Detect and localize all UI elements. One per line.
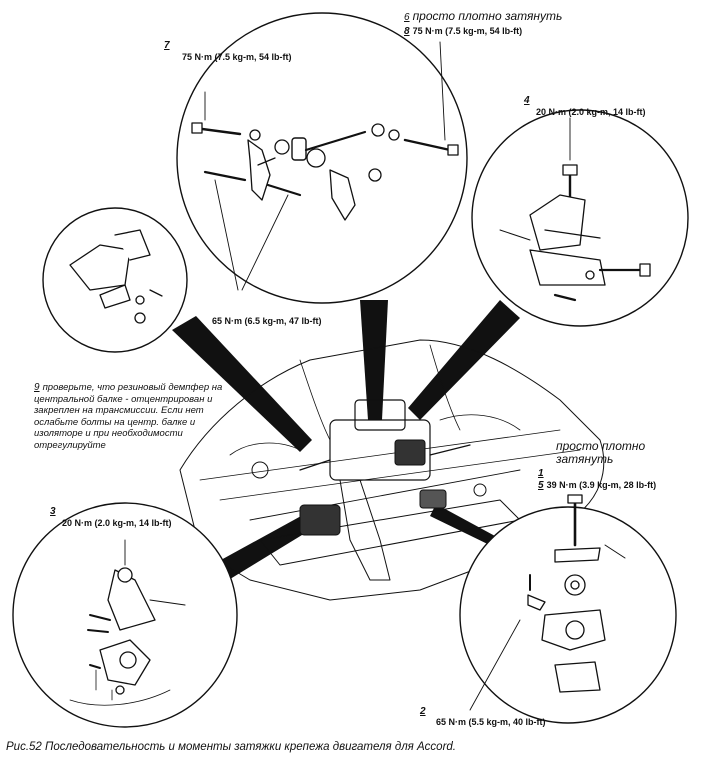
callout-2-torque: 65 N·m (5.5 kg-m, 40 lb-ft) xyxy=(436,717,546,727)
pointer-bottom-right xyxy=(430,504,504,552)
detail-circle-bottom-left xyxy=(12,502,238,728)
middle-torque: 65 N·m (6.5 kg-m, 47 lb-ft) xyxy=(212,316,322,326)
detail-circle-upper-right xyxy=(471,109,689,327)
engine-block xyxy=(329,419,431,481)
callout-3-torque: 20 N·m (2.0 kg-m, 14 lb-ft) xyxy=(62,518,172,528)
detail-circle-bottom-right xyxy=(459,494,677,724)
pointer-right xyxy=(408,300,520,420)
car-engine-compartment xyxy=(179,339,605,601)
detail-circle-top xyxy=(176,12,468,304)
figure-caption: Рис.52 Последовательность и моменты затя… xyxy=(6,741,456,753)
pointer-top xyxy=(360,300,388,420)
callout-4-number: 4 xyxy=(524,95,530,106)
callout-3-number: 3 xyxy=(50,506,56,517)
pointer-left xyxy=(172,316,312,452)
side-mount xyxy=(394,439,426,466)
front-mount xyxy=(299,504,341,536)
callout-4-torque: 20 N·m (2.0 kg-m, 14 lb-ft) xyxy=(536,107,646,117)
callout-7-torque: 75 N·m (7.5 kg-m, 54 lb-ft) xyxy=(182,52,292,62)
callout-2-number: 2 xyxy=(420,706,426,717)
callout-1-number: 1 xyxy=(538,468,544,479)
detail-circle-left xyxy=(42,207,188,353)
callout-7-number: 7 xyxy=(164,40,170,51)
pointer-wedges xyxy=(172,300,520,584)
callout-1: просто плотно затянуть xyxy=(556,439,646,466)
